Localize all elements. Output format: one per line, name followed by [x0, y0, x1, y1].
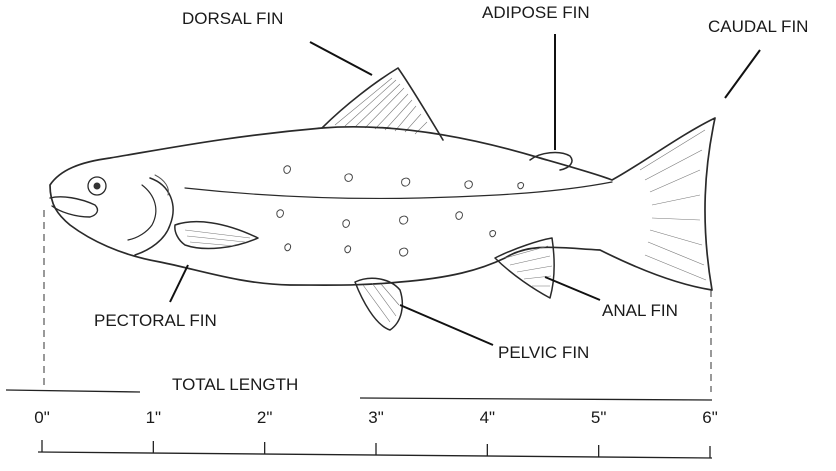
- pelvic-fin: [355, 278, 402, 330]
- ruler-tick-label: 4": [480, 408, 496, 427]
- anal-fin: [495, 238, 554, 298]
- ruler-tick-label: 2": [257, 408, 273, 427]
- ruler-labels: 0" 1" 2" 3" 4" 5" 6": [34, 408, 718, 427]
- ruler-tick-label: 5": [591, 408, 607, 427]
- dorsal-fin: [322, 68, 443, 140]
- ruler-line: [38, 452, 712, 458]
- gill-cover: [135, 178, 173, 255]
- label-pelvic-fin: PELVIC FIN: [498, 343, 589, 362]
- anal-leader: [545, 277, 600, 300]
- pectoral-leader: [170, 265, 188, 302]
- lateral-line: [185, 182, 612, 198]
- total-length-bar-left: [6, 390, 140, 392]
- fish-spots: [277, 166, 524, 256]
- pectoral-fin: [175, 222, 258, 249]
- length-scale: 0" 1" 2" 3" 4" 5" 6": [6, 210, 718, 458]
- ruler-tick-label: 0": [34, 408, 50, 427]
- fish-drawing: [50, 68, 715, 330]
- part-labels: DORSAL FIN ADIPOSE FIN CAUDAL FIN PECTOR…: [94, 3, 808, 394]
- ruler-tick-label: 6": [702, 408, 718, 427]
- label-pectoral-fin: PECTORAL FIN: [94, 311, 217, 330]
- caudal-leader: [725, 50, 760, 98]
- fish-jaw: [50, 197, 97, 217]
- label-anal-fin: ANAL FIN: [602, 301, 678, 320]
- dorsal-leader: [310, 42, 372, 75]
- leader-lines: [170, 34, 760, 345]
- ruler-tick-label: 3": [368, 408, 384, 427]
- pelvic-leader: [400, 305, 493, 345]
- ruler-tick-label: 1": [146, 408, 162, 427]
- total-length-bar-right: [360, 398, 712, 400]
- fish-eye: [88, 177, 106, 195]
- label-adipose-fin: ADIPOSE FIN: [482, 3, 590, 22]
- label-caudal-fin: CAUDAL FIN: [708, 17, 808, 36]
- label-dorsal-fin: DORSAL FIN: [182, 9, 283, 28]
- fish-body-outline: [50, 118, 715, 290]
- caudal-fin: [640, 130, 706, 280]
- label-total-length: TOTAL LENGTH: [172, 375, 298, 394]
